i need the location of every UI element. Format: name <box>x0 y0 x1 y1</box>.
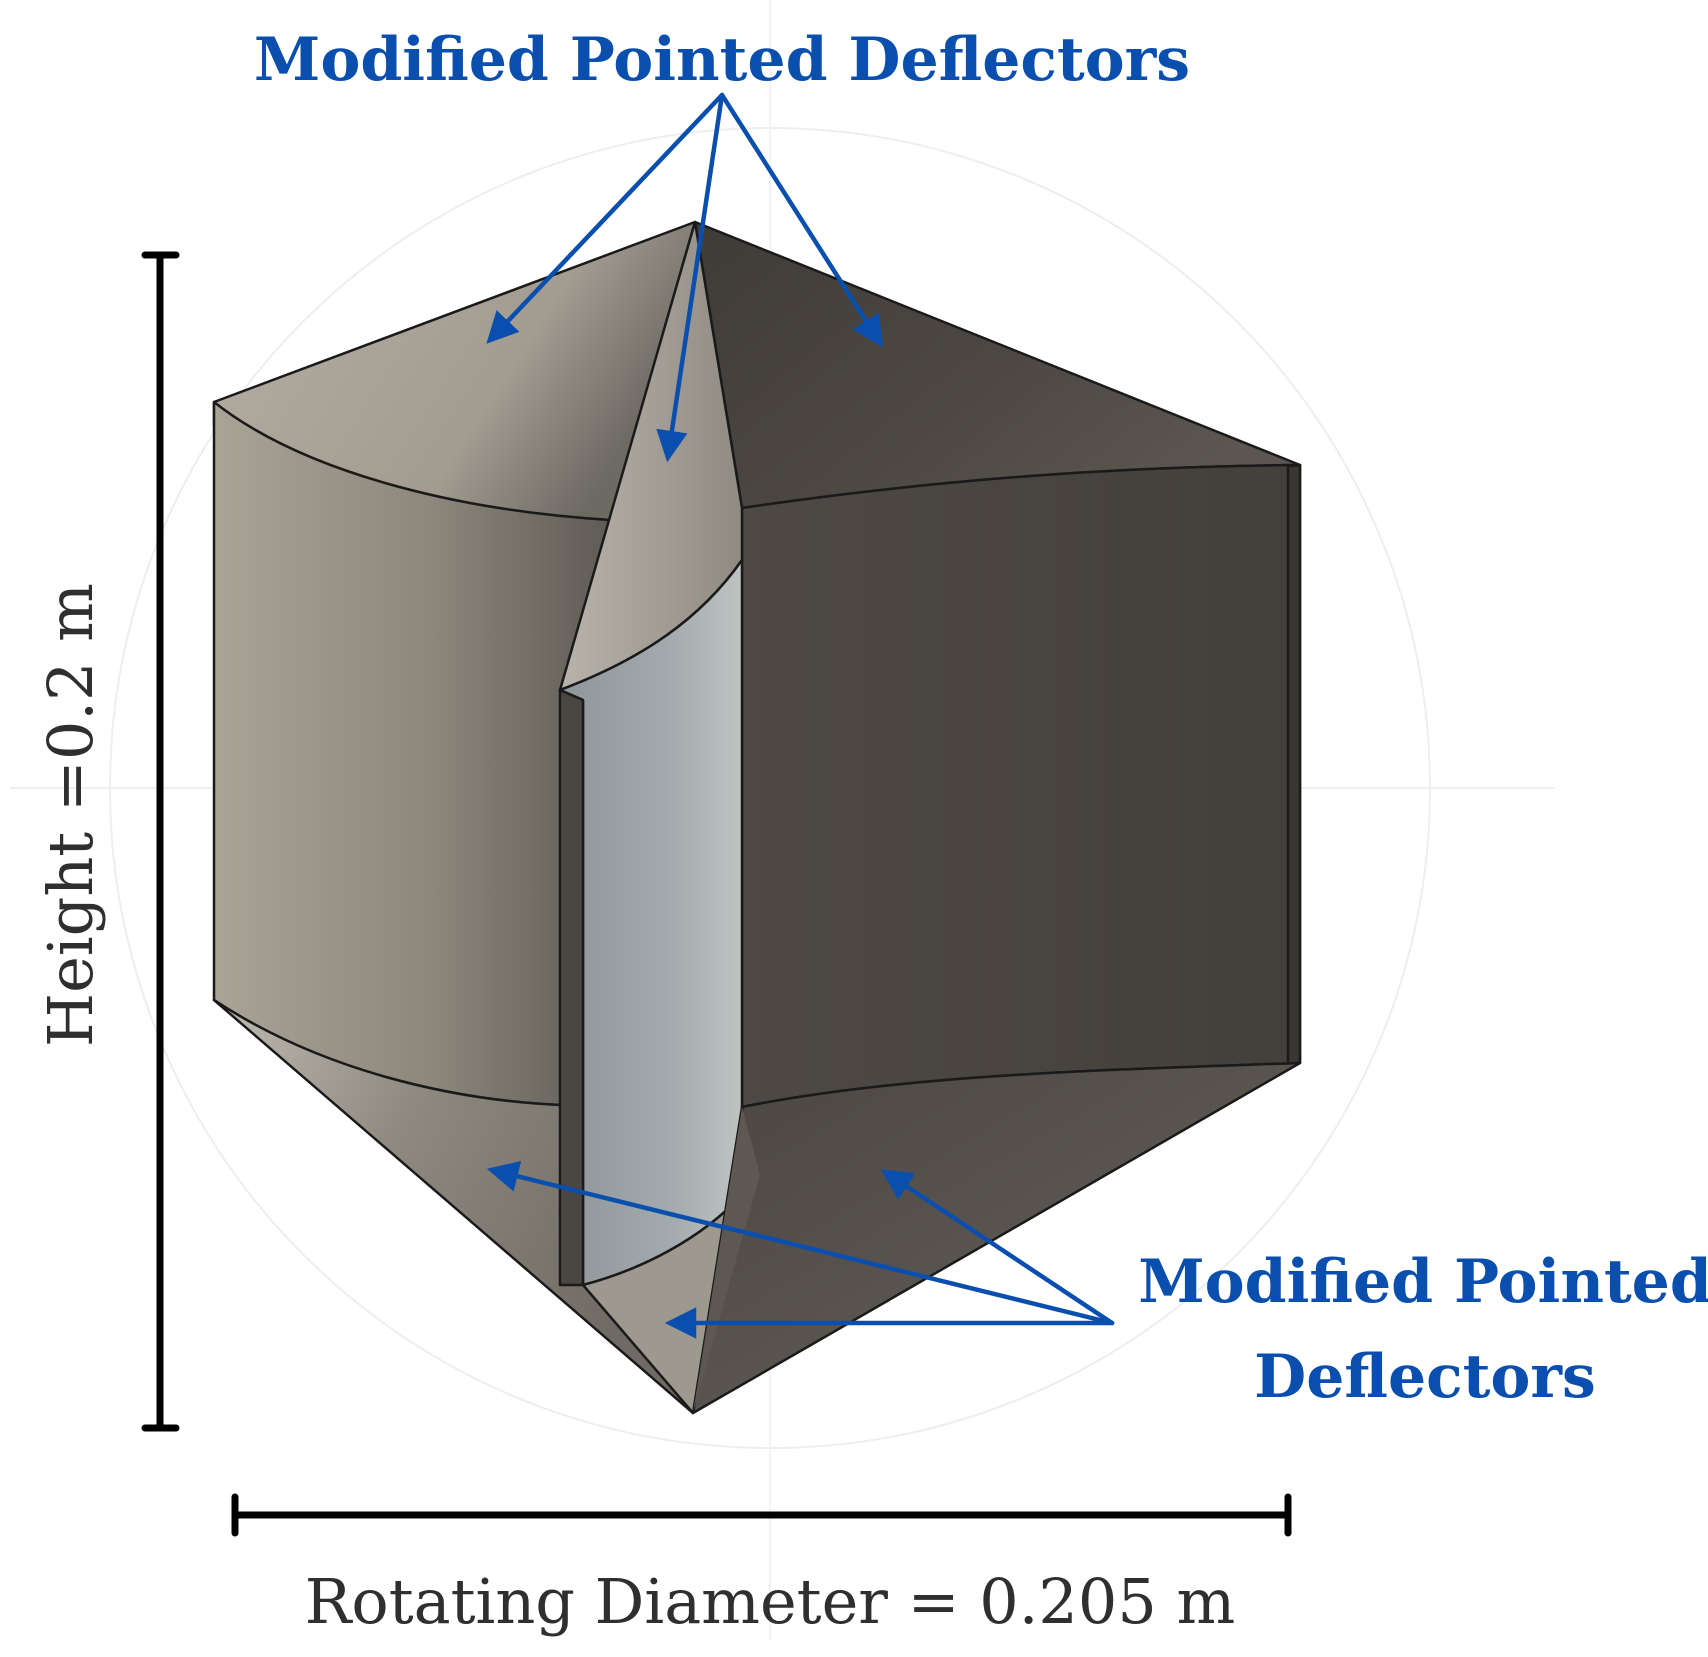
height-dimension-label: Height =0.2 m <box>34 583 107 1047</box>
arrow-bottom-right <box>880 1169 1115 1326</box>
top-callout-label: Modified Pointed Deflectors <box>254 25 1190 95</box>
center-blade-edge <box>558 688 585 1287</box>
top-right-deflector <box>693 220 1302 510</box>
bottom-callout-label-line2: Deflectors <box>1254 1342 1596 1412</box>
right-blade-face <box>740 463 1302 1109</box>
bottom-spike-shade <box>693 1107 760 1413</box>
diameter-dimension <box>231 1493 1292 1537</box>
right-blade-edge <box>1286 463 1302 1066</box>
turbine-model <box>212 220 1302 1415</box>
diameter-dimension-label: Rotating Diameter = 0.205 m <box>305 1565 1236 1638</box>
bottom-left-deflector <box>212 998 695 1415</box>
arrow-top-left <box>486 92 725 344</box>
arrow-top-right <box>719 92 883 348</box>
arrow-top-center <box>656 92 725 463</box>
callout-arrows <box>486 92 1115 1339</box>
bottom-callout-label-line1: Modified Pointed <box>1138 1247 1708 1317</box>
bottom-right-deflector <box>691 1061 1302 1415</box>
arrow-bottom-left <box>486 1160 1115 1326</box>
height-dimension <box>141 251 180 1432</box>
